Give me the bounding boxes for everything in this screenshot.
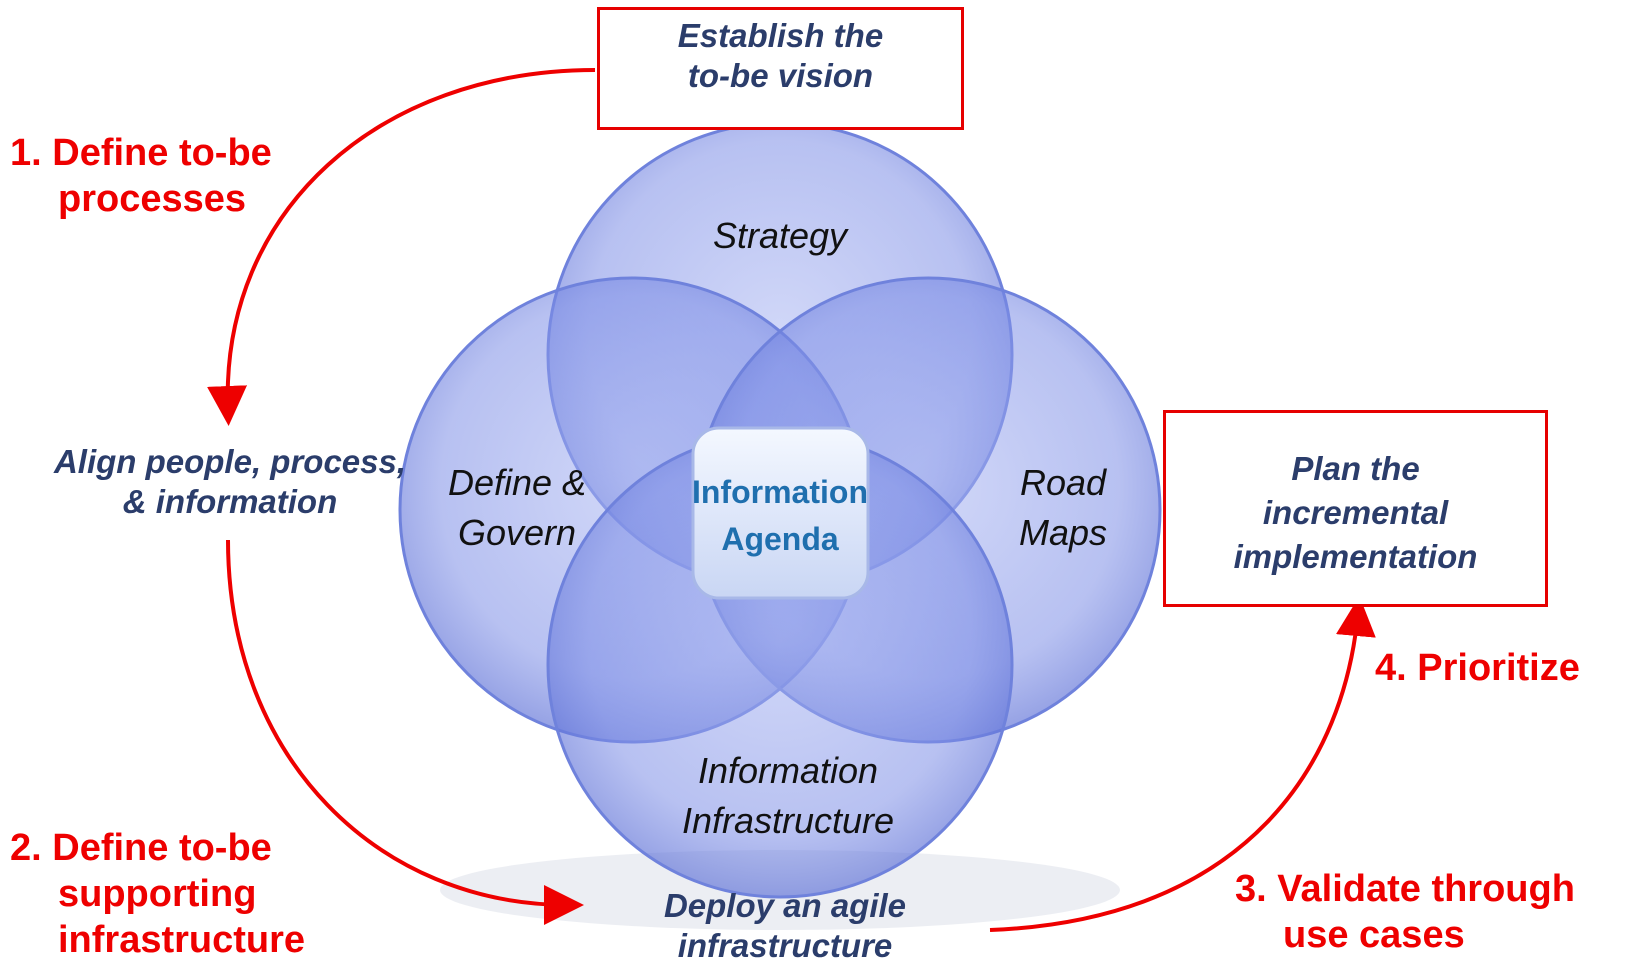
venn-label-infrastructure-line2: Infrastructure [682, 800, 894, 841]
center-label-line1: Information [692, 474, 868, 510]
step1-line2: processes [58, 178, 247, 220]
step2-line2: supporting [58, 873, 257, 915]
step2-line1: 2. Define to-be [10, 827, 272, 869]
step1-label: 1. Define to-be processes [10, 130, 272, 222]
plan-line2: incremental [1262, 494, 1449, 531]
step1-line1: 1. Define to-be [10, 132, 272, 174]
venn-label-define-line1: Define & [448, 462, 586, 503]
step3-line1: 3. Validate through [1235, 868, 1575, 910]
deploy-line1: Deploy an agile [663, 887, 907, 924]
step2-line3: infrastructure [58, 919, 306, 961]
step4-text: 4. Prioritize [1375, 647, 1580, 689]
deploy-infrastructure-text: Deploy an agile infrastructure [600, 886, 970, 966]
establish-vision-line2: to-be vision [687, 57, 874, 94]
step3-line2: use cases [1283, 914, 1465, 956]
align-line1: Align people, process, [53, 443, 407, 480]
establish-vision-text: Establish the to-be vision [597, 16, 964, 96]
venn-label-road-line2: Maps [1019, 512, 1107, 553]
plan-implementation-box [1163, 410, 1548, 607]
plan-line1: Plan the [1291, 450, 1420, 487]
deploy-line2: infrastructure [677, 927, 893, 964]
venn-label-road-line1: Road [1020, 462, 1107, 503]
arrow-step1 [207, 68, 596, 426]
venn-label-define-line2: Govern [458, 512, 576, 553]
step3-label: 3. Validate through use cases [1235, 866, 1575, 958]
plan-implementation-text: Plan the incremental implementation [1163, 447, 1548, 579]
arrow-step3 [989, 596, 1376, 932]
align-people-text: Align people, process, & information [20, 442, 440, 522]
center-label-line2: Agenda [721, 521, 839, 557]
step4-label: 4. Prioritize [1375, 645, 1580, 691]
venn-label-infrastructure-line1: Information [698, 750, 878, 791]
establish-vision-box [597, 7, 964, 130]
venn-label-strategy: Strategy [713, 215, 849, 256]
step2-label: 2. Define to-be supporting infrastructur… [10, 825, 305, 963]
center-box [691, 426, 870, 600]
establish-vision-line1: Establish the [677, 17, 884, 54]
align-line2: & information [122, 483, 338, 520]
arrow-step2 [226, 539, 584, 925]
plan-line3: implementation [1233, 538, 1478, 575]
